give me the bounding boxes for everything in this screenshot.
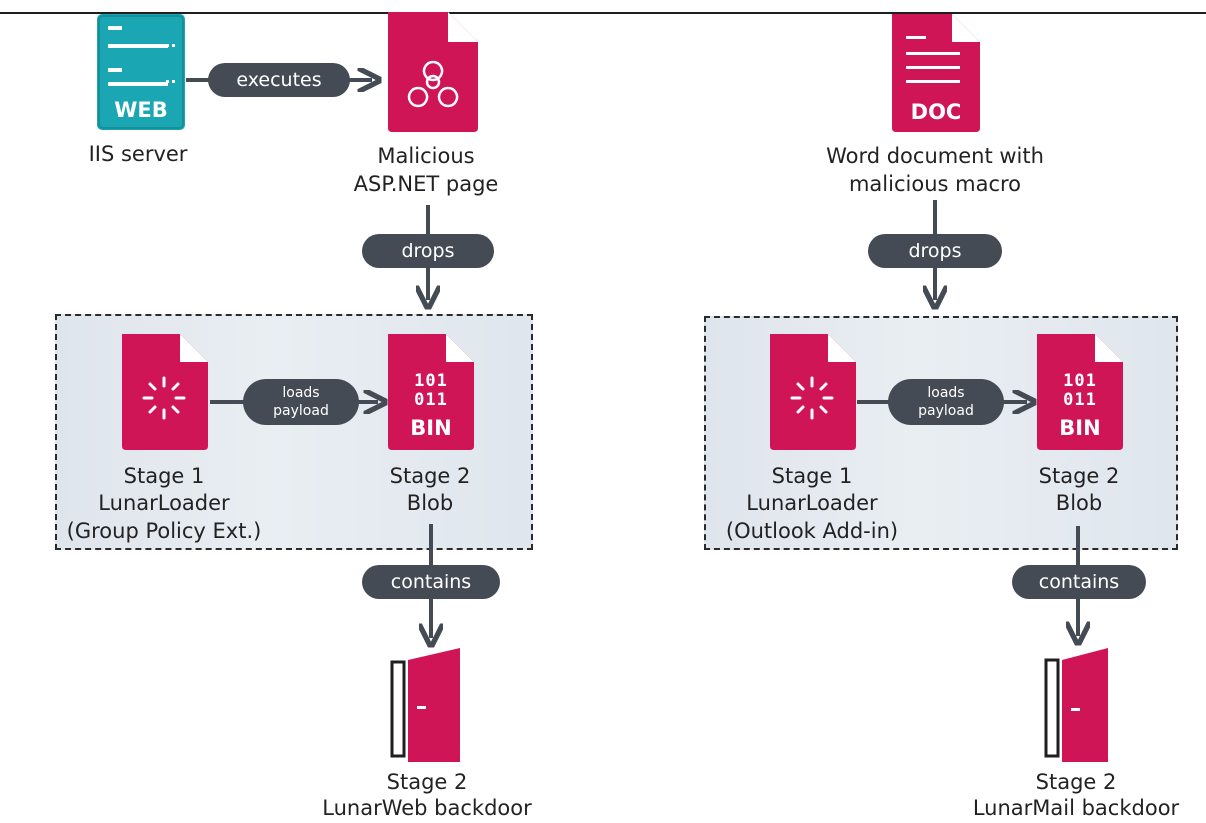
door-icon-left [390,648,460,762]
doc-tag: DOC [910,100,962,124]
executes-pill: executes [208,63,350,97]
drops-pill-left: drops [362,234,494,268]
backdoor-label-left-1: Stage 2 [386,770,468,794]
contains-pill-right: contains [1012,565,1146,599]
web-tag: WEB [114,98,168,122]
binary-file-icon-right [1037,334,1123,450]
stage2-label-right-2: Blob [1055,491,1103,515]
doc-label-1: Word document with [826,144,1044,168]
doc-label-2: malicious macro [848,172,1022,196]
bin-bits-2-left: 011 [414,390,448,410]
loads-payload-pill-right: loads payload [888,379,1004,425]
backdoor-label-right-1: Stage 2 [1035,770,1117,794]
stage2-label-right-1: Stage 2 [1038,464,1120,488]
bin-bits-1-left: 101 [414,371,448,391]
bin-bits-2-right: 011 [1063,390,1097,410]
backdoor-label-left-2: LunarWeb backdoor [322,796,532,820]
loader-file-icon-left [122,334,208,450]
iis-server-label: IIS server [88,142,188,166]
drops-pill-right: drops [868,234,1002,268]
backdoor-label-right-2: LunarMail backdoor [972,796,1180,820]
bin-tag-right: BIN [1059,416,1101,440]
binary-file-icon-left [388,334,474,450]
asp-page-label-2: ASP.NET page [353,172,499,196]
bin-tag-left: BIN [410,416,452,440]
loads-label: loads [282,385,320,401]
loads-payload-pill-left: loads payload [243,379,359,425]
loader-file-icon-right [770,334,856,450]
stage1-label-left-2: LunarLoader [98,491,230,515]
doc-file-icon [892,14,980,132]
stage1-label-right-2: LunarLoader [746,491,878,515]
door-icon-right [1044,648,1108,762]
stage2-label-left-2: Blob [406,491,454,515]
contains-pill-left: contains [362,565,500,599]
web-server-icon [97,14,185,130]
stage1-label-left-1: Stage 1 [123,464,205,488]
stage1-label-left-3: (Group Policy Ext.) [66,519,262,543]
asp-page-label-1: Malicious [377,144,475,168]
top-divider [0,12,1206,14]
stage1-label-right-3: (Outlook Add-in) [725,519,899,543]
loads-label: loads [927,385,965,401]
biohazard-file-icon [388,12,478,132]
stage1-label-right-1: Stage 1 [771,464,853,488]
stage2-label-left-1: Stage 2 [389,464,471,488]
payload-label: payload [273,403,329,419]
payload-label: payload [918,403,974,419]
bin-bits-1-right: 101 [1063,371,1097,391]
